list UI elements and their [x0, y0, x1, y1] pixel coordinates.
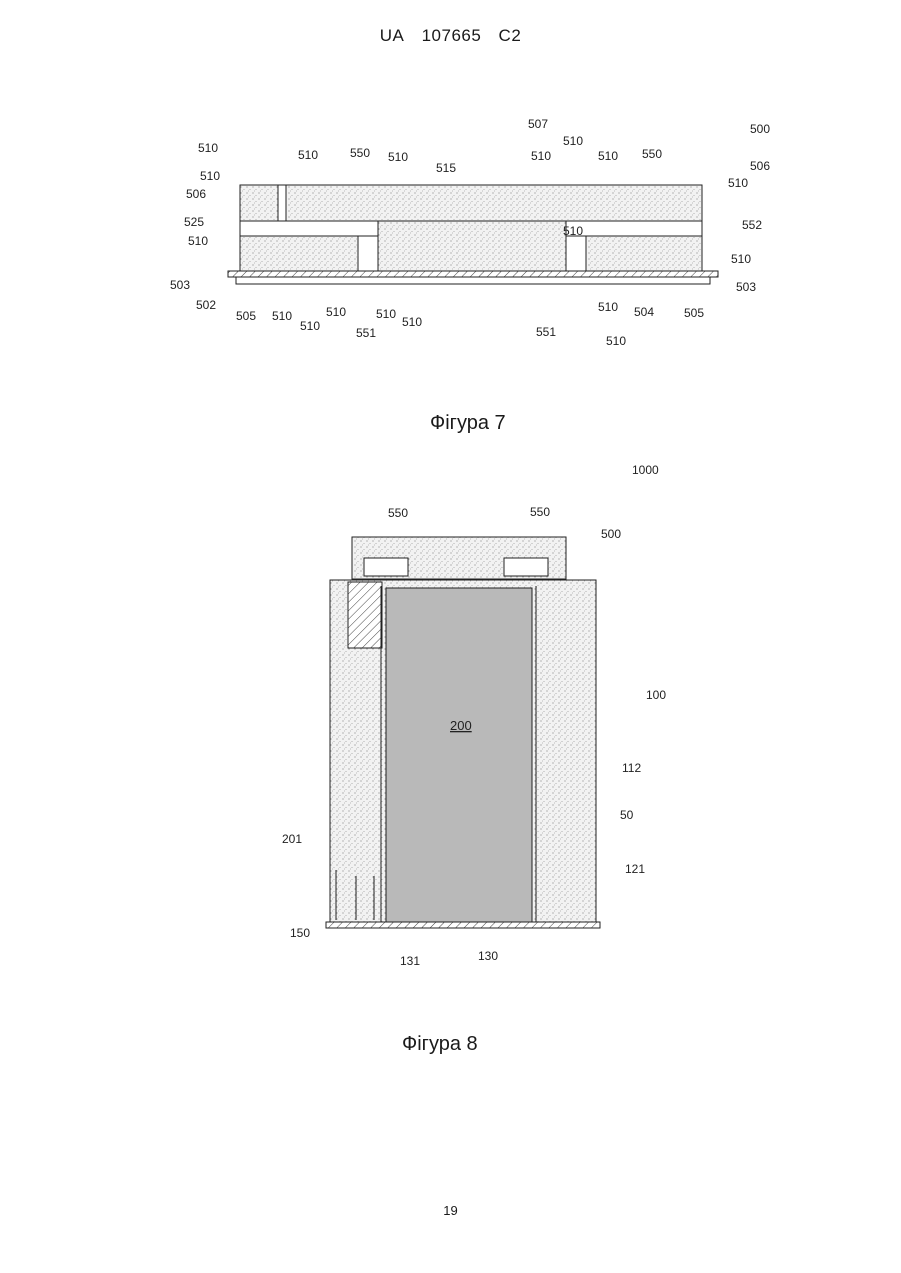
fig8-label: 131: [400, 954, 420, 968]
fig8-label: 121: [625, 862, 645, 876]
fig8-label: 1000: [632, 463, 659, 477]
fig8-label: 200: [450, 718, 472, 733]
figure-8-caption: Фігура 8: [402, 1033, 478, 1056]
fig8-label: 100: [646, 688, 666, 702]
fig8-label: 112: [622, 761, 641, 775]
page-number: 19: [0, 1203, 901, 1218]
figure-8-drawing: 1000 550 550 500 100 112 200 201 50 121 …: [0, 0, 901, 1000]
fig8-label: 150: [290, 926, 310, 940]
fig8-label: 130: [478, 949, 498, 963]
fig8-label: 201: [282, 832, 302, 846]
fig8-label: 500: [601, 527, 621, 541]
fig8-label: 50: [620, 808, 634, 822]
fig8-label: 550: [388, 506, 408, 520]
fig8-label: 550: [530, 505, 550, 519]
